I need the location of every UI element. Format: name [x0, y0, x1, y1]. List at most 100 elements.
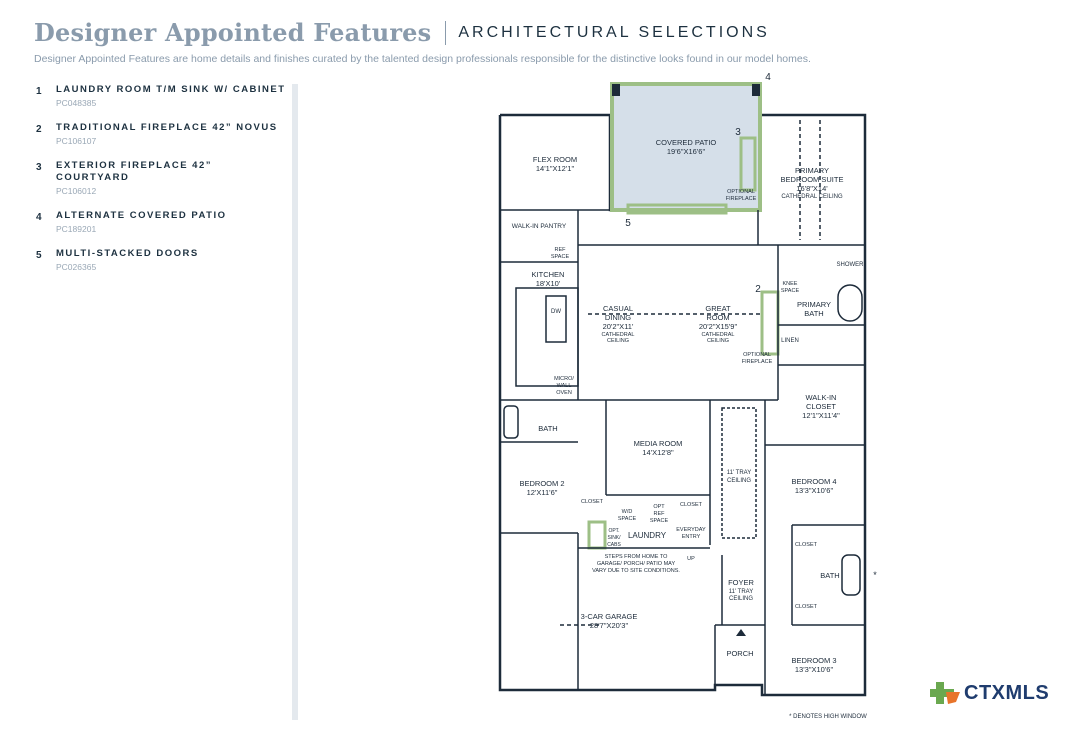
garage-size: 28'7"X20'3": [590, 621, 629, 630]
foyer-label: FOYER: [728, 578, 754, 587]
tray-ceiling-outline: [721, 407, 757, 539]
primary-bath-label: PRIMARY: [797, 300, 831, 309]
covered-patio-size: 19'6"X16'6": [667, 147, 706, 156]
bath-label-2: BATH: [820, 571, 839, 580]
ctxmls-logo: CTXMLS: [930, 680, 1049, 706]
feature-number: 2: [36, 124, 42, 135]
optional-fireplace-label: OPTIONAL: [727, 189, 755, 195]
exterior-fireplace-highlight: [739, 136, 757, 192]
micro-wall-oven-label: MICRO/: [554, 376, 574, 382]
opt-ref-label-2: REF: [654, 511, 666, 517]
bath-label: BATH: [538, 424, 557, 433]
bedroom4-size: 13'3"X10'6": [795, 486, 834, 495]
optional-fireplace-int: OPTIONAL: [743, 352, 771, 358]
covered-patio-area: [610, 82, 762, 212]
feature-title: ALTERNATE COVERED PATIO: [56, 210, 227, 221]
bedroom2-label: BEDROOM 2: [519, 479, 564, 488]
bathtub: [837, 284, 863, 322]
laundry-sink-highlight: [587, 520, 607, 550]
everyday-entry-label-2: ENTRY: [682, 534, 701, 540]
casual-dining-label: CASUAL: [603, 304, 633, 313]
feature-code: PC026365: [56, 262, 97, 272]
wd-space-label: W/D: [622, 509, 633, 515]
feature-number: 1: [36, 86, 42, 97]
entry-arrow-icon: [736, 629, 746, 636]
dishwasher-area: [545, 295, 567, 343]
media-room-label: MEDIA ROOM: [634, 439, 683, 448]
garage-label: 3-CAR GARAGE: [581, 612, 638, 621]
tray-ceiling-label-2: CEILING: [727, 478, 751, 484]
knee-space-label: KNEE: [783, 281, 798, 287]
primary-suite-label: PRIMARY: [795, 166, 829, 175]
primary-suite-ceiling: CATHEDRAL CEILING: [781, 194, 843, 200]
walkin-closet-label-2: CLOSET: [806, 402, 836, 411]
callout-3: 3: [735, 127, 741, 138]
feature-number: 3: [36, 162, 42, 173]
closet-label-b4: CLOSET: [795, 542, 818, 548]
bedroom4-label: BEDROOM 4: [791, 477, 836, 486]
laundry-label: LAUNDRY: [628, 531, 667, 540]
opt-ref-label-3: SPACE: [650, 518, 669, 524]
callout-2: 2: [755, 284, 761, 295]
feature-number: 5: [36, 250, 42, 261]
casual-dining-size: 20'2"X11': [603, 322, 634, 331]
steps-note: STEPS FROM HOME TO: [605, 554, 668, 560]
everyday-entry-label: EVERYDAY: [676, 527, 706, 533]
media-room-size: 14'X12'8": [642, 448, 674, 457]
kitchen-label: KITCHEN: [532, 270, 565, 279]
feature-code: PC189201: [56, 224, 97, 234]
bedroom3-size: 13'3"X10'6": [795, 665, 834, 674]
covered-patio-label: COVERED PATIO: [656, 138, 717, 147]
bathtub: [503, 405, 519, 439]
feature-title: LAUNDRY ROOM T/M SINK W/ CABINET: [56, 84, 286, 95]
great-room-ceiling: CATHEDRAL: [702, 332, 735, 338]
feature-number: 4: [36, 212, 42, 223]
feature-title: EXTERIOR FIREPLACE 42” COURTYARD: [56, 160, 212, 183]
closet-label-b3: CLOSET: [795, 604, 818, 610]
up-label: UP: [687, 556, 695, 562]
casual-dining-ceiling-2: CEILING: [607, 338, 629, 344]
great-room-label-2: ROOM: [706, 313, 729, 322]
tray-ceiling-label: 11' TRAY: [727, 470, 752, 476]
kitchen-size: 18'X10': [536, 279, 561, 288]
page-subtitle: Designer Appointed Features are home det…: [34, 53, 811, 65]
opt-sink-label: OPT.: [608, 528, 619, 534]
feature-item: 4 ALTERNATE COVERED PATIO PC189201: [36, 210, 286, 234]
walkin-closet-size: 12'1"X11'4": [802, 411, 840, 420]
primary-bath-label-2: BATH: [804, 309, 823, 318]
callout-5: 5: [625, 218, 631, 229]
floor-plan: 4 3 5 2 COVERED PATIO 19'6"X16'6" FLEX R…: [498, 72, 877, 720]
asterisk-mark: *: [873, 570, 877, 580]
primary-suite-label-2: BEDROOM SUITE: [781, 175, 844, 184]
high-window-note: * DENOTES HIGH WINDOW: [789, 714, 867, 720]
patio-post: [612, 84, 620, 96]
casual-dining-ceiling: CATHEDRAL: [602, 332, 635, 338]
divider-bar: [292, 84, 298, 720]
closet-label: CLOSET: [581, 499, 604, 505]
title-divider: [445, 20, 447, 45]
callout-4: 4: [765, 72, 771, 83]
texas-logo-icon: [930, 682, 960, 704]
feature-code: PC106107: [56, 136, 97, 146]
great-room-size: 20'2"X15'9": [699, 322, 738, 331]
ref-space-label: REF: [555, 247, 567, 253]
foyer-ceiling: 11' TRAY: [729, 589, 754, 595]
walkin-pantry-label: WALK-IN PANTRY: [512, 223, 567, 230]
wd-space-label-2: SPACE: [618, 516, 637, 522]
porch-label: PORCH: [726, 649, 753, 658]
closet-label-laundry: CLOSET: [680, 502, 703, 508]
optional-fireplace-int-2: FIREPLACE: [742, 359, 773, 365]
feature-title: TRADITIONAL FIREPLACE 42” NOVUS: [56, 122, 278, 133]
feature-code: PC106012: [56, 186, 97, 196]
flex-room-size: 14'1"X12'1": [536, 164, 575, 173]
shower-label: SHOWER: [837, 262, 865, 268]
micro-wall-oven-label-2: WALL: [557, 383, 572, 389]
primary-suite-size: 16'8"X14': [796, 184, 828, 193]
foyer-ceiling-2: CEILING: [729, 596, 753, 602]
bedroom2-size: 12'X11'6": [527, 488, 558, 497]
page-header: Designer Appointed Features ARCHITECTURA…: [34, 18, 770, 47]
section-title: ARCHITECTURAL SELECTIONS: [458, 23, 770, 41]
